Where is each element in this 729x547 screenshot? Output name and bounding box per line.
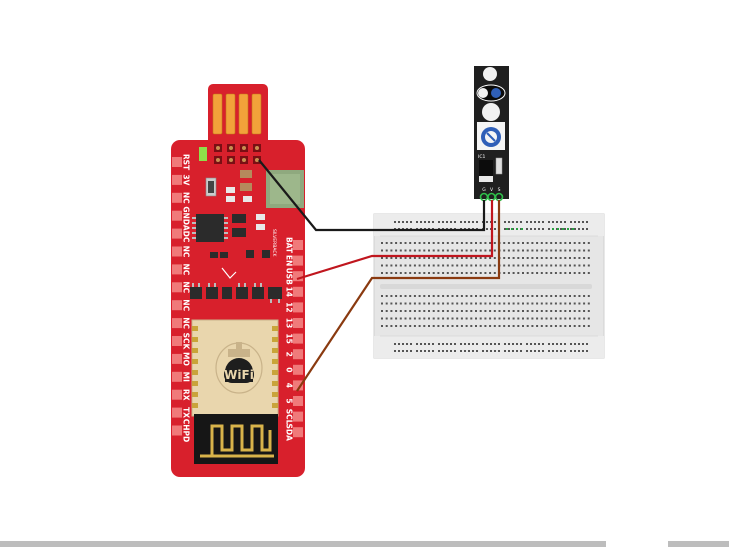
left-pin-pad <box>172 228 182 239</box>
left-pin-label: NC <box>182 299 191 311</box>
right-pin-label: 2 <box>285 352 294 357</box>
right-pin-pad <box>293 271 303 282</box>
left-pin-label: NC <box>182 281 191 293</box>
right-pin-label: 0 <box>285 367 294 372</box>
left-pin-pad <box>172 282 182 293</box>
ground-wire <box>258 159 486 232</box>
right-pin-pad <box>293 333 303 344</box>
right-pin-label: SDA <box>285 423 294 441</box>
wifi-module: WiFi <box>191 319 279 464</box>
left-pin-pad <box>172 264 182 275</box>
left-pin-label: NC <box>182 317 191 329</box>
left-pin-pad <box>172 300 182 311</box>
sensor-pin-label: V <box>490 187 494 193</box>
right-pin-label: 5 <box>285 398 294 403</box>
left-pin-pad <box>172 371 182 382</box>
right-pin-label: 13 <box>285 318 294 328</box>
right-pin-pad <box>293 411 303 422</box>
left-pin-label: MO <box>182 352 191 366</box>
right-pin-pad <box>293 427 303 438</box>
left-pin-label: NC <box>182 246 191 258</box>
left-pin-label: RST <box>182 154 191 171</box>
right-pin-pad <box>293 364 303 375</box>
right-pin-label: BAT <box>285 237 294 254</box>
right-pin-pad <box>293 396 303 406</box>
signal-wire <box>296 200 501 392</box>
left-pin-label: MI <box>182 372 191 382</box>
right-pin-label: 12 <box>285 302 294 312</box>
left-pin-label: 3V <box>182 174 191 185</box>
left-pin-pad <box>172 192 182 203</box>
right-pin-pad <box>293 380 303 391</box>
left-pin-label: NC <box>182 264 191 276</box>
power-wire <box>296 200 494 281</box>
sensor-pin-label: S <box>498 187 501 193</box>
left-pin-pad <box>172 425 182 436</box>
left-pin-pad <box>172 353 182 364</box>
right-pin-label: 14 <box>285 287 294 297</box>
left-pin-pad <box>172 389 182 400</box>
left-pin-pad <box>172 407 182 418</box>
left-pin-pad <box>172 210 182 221</box>
left-pin-pad <box>172 246 182 257</box>
left-pin-label: ADC <box>182 225 191 243</box>
left-pin-label: GND <box>182 206 191 225</box>
sensor-pin-label: G <box>482 187 486 193</box>
left-pin-label: SCK <box>182 333 191 351</box>
header-pads <box>214 144 261 164</box>
right-pin-label: SCL <box>285 409 294 425</box>
right-pin-pad <box>293 318 303 328</box>
bottom-bar-right <box>668 541 729 547</box>
right-pin-pad <box>293 286 303 297</box>
bottom-bar <box>0 541 606 547</box>
left-pin-label: CHPD <box>182 419 191 443</box>
left-pin-label: NC <box>182 192 191 204</box>
left-pin-pad <box>172 174 182 185</box>
right-pin-pad <box>293 349 303 360</box>
right-pin-label: USB <box>285 268 294 285</box>
sensor-chip-label: IC1 <box>478 154 485 160</box>
left-pin-label: RX <box>182 389 191 401</box>
right-pin-label: EN <box>285 255 294 266</box>
breadboard <box>373 213 605 359</box>
right-pin-pad <box>293 302 303 313</box>
left-pin-pad <box>172 336 182 346</box>
left-pin-pad <box>172 157 182 167</box>
board-silkscreen-label: SILVERBACK <box>271 229 277 257</box>
left-pin-label: TX <box>182 407 191 418</box>
right-pin-label: 4 <box>285 383 294 388</box>
wires <box>258 159 501 392</box>
left-pin-pad <box>172 318 182 329</box>
right-pin-pad <box>293 240 303 250</box>
right-pin-pad <box>293 255 303 266</box>
right-pin-label: 15 <box>285 333 294 343</box>
wifi-logo-text: WiFi <box>224 368 254 382</box>
